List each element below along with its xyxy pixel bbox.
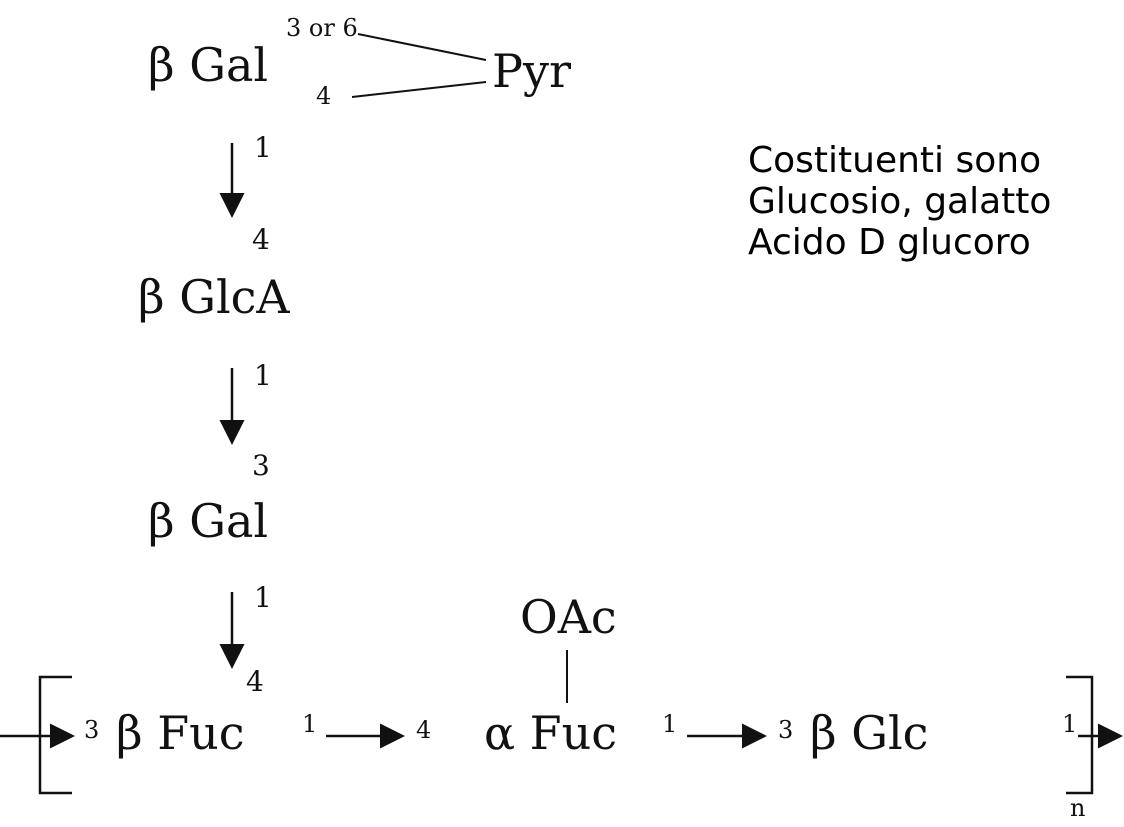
residue-fuc-alpha: α Fuc: [484, 706, 617, 760]
link1-to: 4: [252, 223, 270, 256]
pyr-link-lower: [351, 81, 487, 98]
glc-position-3: 3: [778, 716, 794, 744]
residue-gal-top: β Gal: [148, 38, 269, 92]
link2-to: 3: [252, 449, 270, 482]
caption-line-2: Glucosio, galatto: [748, 181, 1052, 222]
link3-from: 1: [254, 581, 272, 614]
residue-gal-mid: β Gal: [148, 494, 269, 548]
residue-fuc-beta: β Fuc: [116, 706, 245, 760]
position-gal-top-4: 4: [316, 82, 332, 110]
caption: Costituenti sono Glucosio, galatto Acido…: [748, 140, 1051, 263]
caption-line-1: Costituenti sono: [748, 140, 1042, 181]
repeat-n: n: [1070, 794, 1086, 822]
substituent-oac: OAc: [520, 590, 617, 644]
main-start-position: 3: [84, 716, 100, 744]
link2-from: 1: [254, 359, 272, 392]
residue-glca: β GlcA: [138, 270, 290, 324]
pyr-link-upper: [357, 33, 487, 61]
residue-pyr: Pyr: [492, 44, 571, 98]
link1-from: 1: [254, 131, 272, 164]
residue-glc: β Glc: [810, 706, 929, 760]
fuc-beta-position-1: 1: [302, 710, 318, 738]
link3-to: 4: [246, 665, 264, 698]
fuc-alpha-position-1: 1: [662, 710, 678, 738]
caption-line-3: Acido D glucoro: [748, 222, 1031, 263]
position-3or6: 3 or 6: [286, 14, 358, 42]
glc-position-1: 1: [1062, 710, 1078, 738]
fuc-alpha-position-4: 4: [416, 716, 432, 744]
